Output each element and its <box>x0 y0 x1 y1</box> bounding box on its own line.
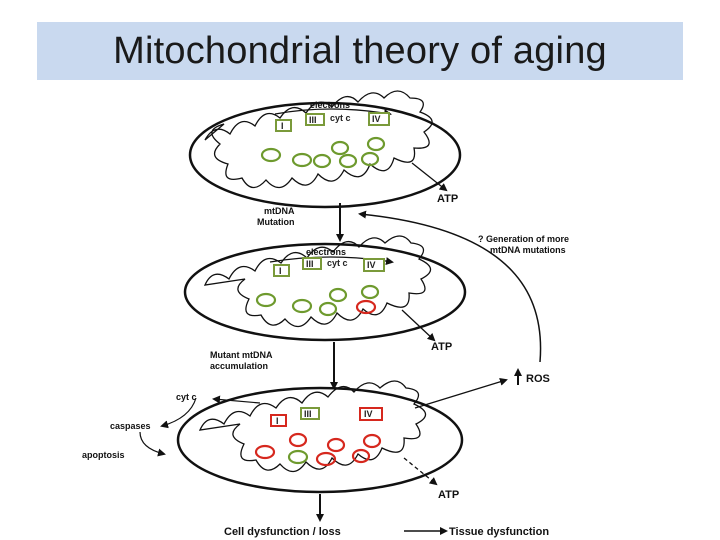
mtdna-mutant <box>364 435 380 447</box>
mtdna-normal <box>332 142 348 154</box>
complex-4-label: IV <box>364 409 373 419</box>
mtdna-mutant <box>328 439 344 451</box>
cytc-label: cyt c <box>330 113 351 123</box>
cytc-label: cyt c <box>327 258 348 268</box>
apoptosis-arrow <box>140 432 164 454</box>
mtdna-normal <box>330 289 346 301</box>
mtdna-normal <box>368 138 384 150</box>
complex-1-label: I <box>279 266 282 276</box>
mutant-accumulation-label-1: Mutant mtDNA <box>210 350 273 360</box>
outer-membrane <box>178 388 462 492</box>
mitochondrion-mutation: electrons I III cyt c IV ATP <box>185 236 465 353</box>
caspases-label: caspases <box>110 421 151 431</box>
ros-arrow <box>415 380 506 408</box>
complex-1-label: I <box>281 121 284 131</box>
cell-dysfunction-label: Cell dysfunction / loss <box>224 526 341 538</box>
mtdna-mutant <box>256 446 274 458</box>
complex-4-label: IV <box>367 260 376 270</box>
generation-label-1: ? Generation of more <box>478 234 569 244</box>
caspases-arrow <box>162 398 196 426</box>
mtdna-normal <box>340 155 356 167</box>
mtdna-normal <box>314 155 330 167</box>
mtdna-normal <box>362 286 378 298</box>
complex-3-label: III <box>309 115 317 125</box>
ros-label: ROS <box>526 373 550 385</box>
mtdna-normal <box>293 154 311 166</box>
mtdna-normal <box>262 149 280 161</box>
mitochondrion-normal: electrons I III cyt c IV ATP <box>190 91 460 207</box>
atp-arrow-1 <box>412 163 446 190</box>
cytc-release-label: cyt c <box>176 392 197 402</box>
atp-label-1: ATP <box>437 193 458 205</box>
mtdna-normal <box>257 294 275 306</box>
electrons-label: electrons <box>306 247 346 257</box>
mtdna-mutation-label-1: mtDNA <box>264 206 295 216</box>
apoptosis-label: apoptosis <box>82 450 125 460</box>
complex-3-label: III <box>304 409 312 419</box>
complex-3-label: III <box>306 259 314 269</box>
mutant-accumulation-label-2: accumulation <box>210 361 268 371</box>
mtdna-normal <box>293 300 311 312</box>
mtdna-mutant <box>290 434 306 446</box>
complex-4-label: IV <box>372 114 381 124</box>
mtdna-normal <box>320 303 336 315</box>
atp-label-3: ATP <box>438 489 459 501</box>
complex-1-label: I <box>276 416 279 426</box>
generation-label-2: mtDNA mutations <box>490 245 566 255</box>
atp-label-2: ATP <box>431 341 452 353</box>
tissue-dysfunction-label: Tissue dysfunction <box>449 526 549 538</box>
mtdna-mutation-label-2: Mutation <box>257 217 295 227</box>
mtdna-normal <box>289 451 307 463</box>
